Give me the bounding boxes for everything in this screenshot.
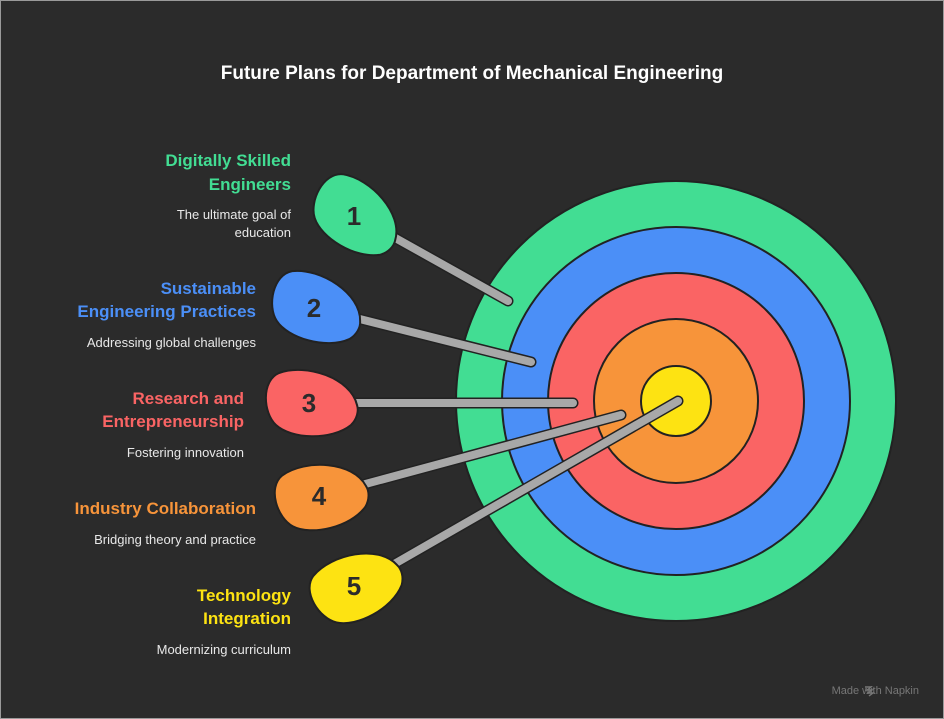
dart-flight [264,368,359,438]
dart-flight [308,552,404,625]
item-2-title-line-2: Engineering Practices [77,302,256,321]
dart-number: 3 [302,388,316,418]
item-5-title-line-1: Technology [197,586,292,605]
item-3-title-line-2: Entrepreneurship [102,412,244,431]
dart-flight [312,173,398,257]
dart-3: 3 [264,368,579,438]
item-3-title-line-1: Research and [133,389,245,408]
dart-number: 1 [347,201,361,231]
item-3-desc-line-1: Fostering innovation [127,445,244,460]
item-1-desc-line-2: education [235,225,291,240]
labels: Digitally Skilled Engineers The ultimate… [75,151,292,657]
item-1-desc-line-1: The ultimate goal of [177,207,292,222]
item-4-desc-line-1: Bridging theory and practice [94,532,256,547]
dart-shaft [317,411,625,500]
diagram-title: Future Plans for Department of Mechanica… [221,63,724,84]
item-1-title-line-1: Digitally Skilled [165,151,291,170]
watermark: Made with Napkin [832,685,919,697]
item-1-title-line-2: Engineers [209,175,291,194]
item-2-title-line-1: Sustainable [161,279,256,298]
dart-1: 1 [312,173,514,307]
dart-2: 2 [271,269,537,368]
dart-5: 5 [308,395,684,625]
item-2-desc-line-1: Addressing global challenges [87,335,257,350]
dart-shaft [352,397,682,590]
item-5-desc-line-1: Modernizing curriculum [157,642,291,657]
dart-number: 2 [307,293,321,323]
dart-flight [273,463,370,532]
dart-4: 4 [273,409,627,532]
item-4-title-line-1: Industry Collaboration [75,499,256,518]
napkin-logo-icon [864,686,876,697]
dart-number: 4 [312,481,327,511]
dart-number: 5 [347,571,361,601]
item-5-title-line-2: Integration [203,609,291,628]
dart-flight [271,269,362,345]
